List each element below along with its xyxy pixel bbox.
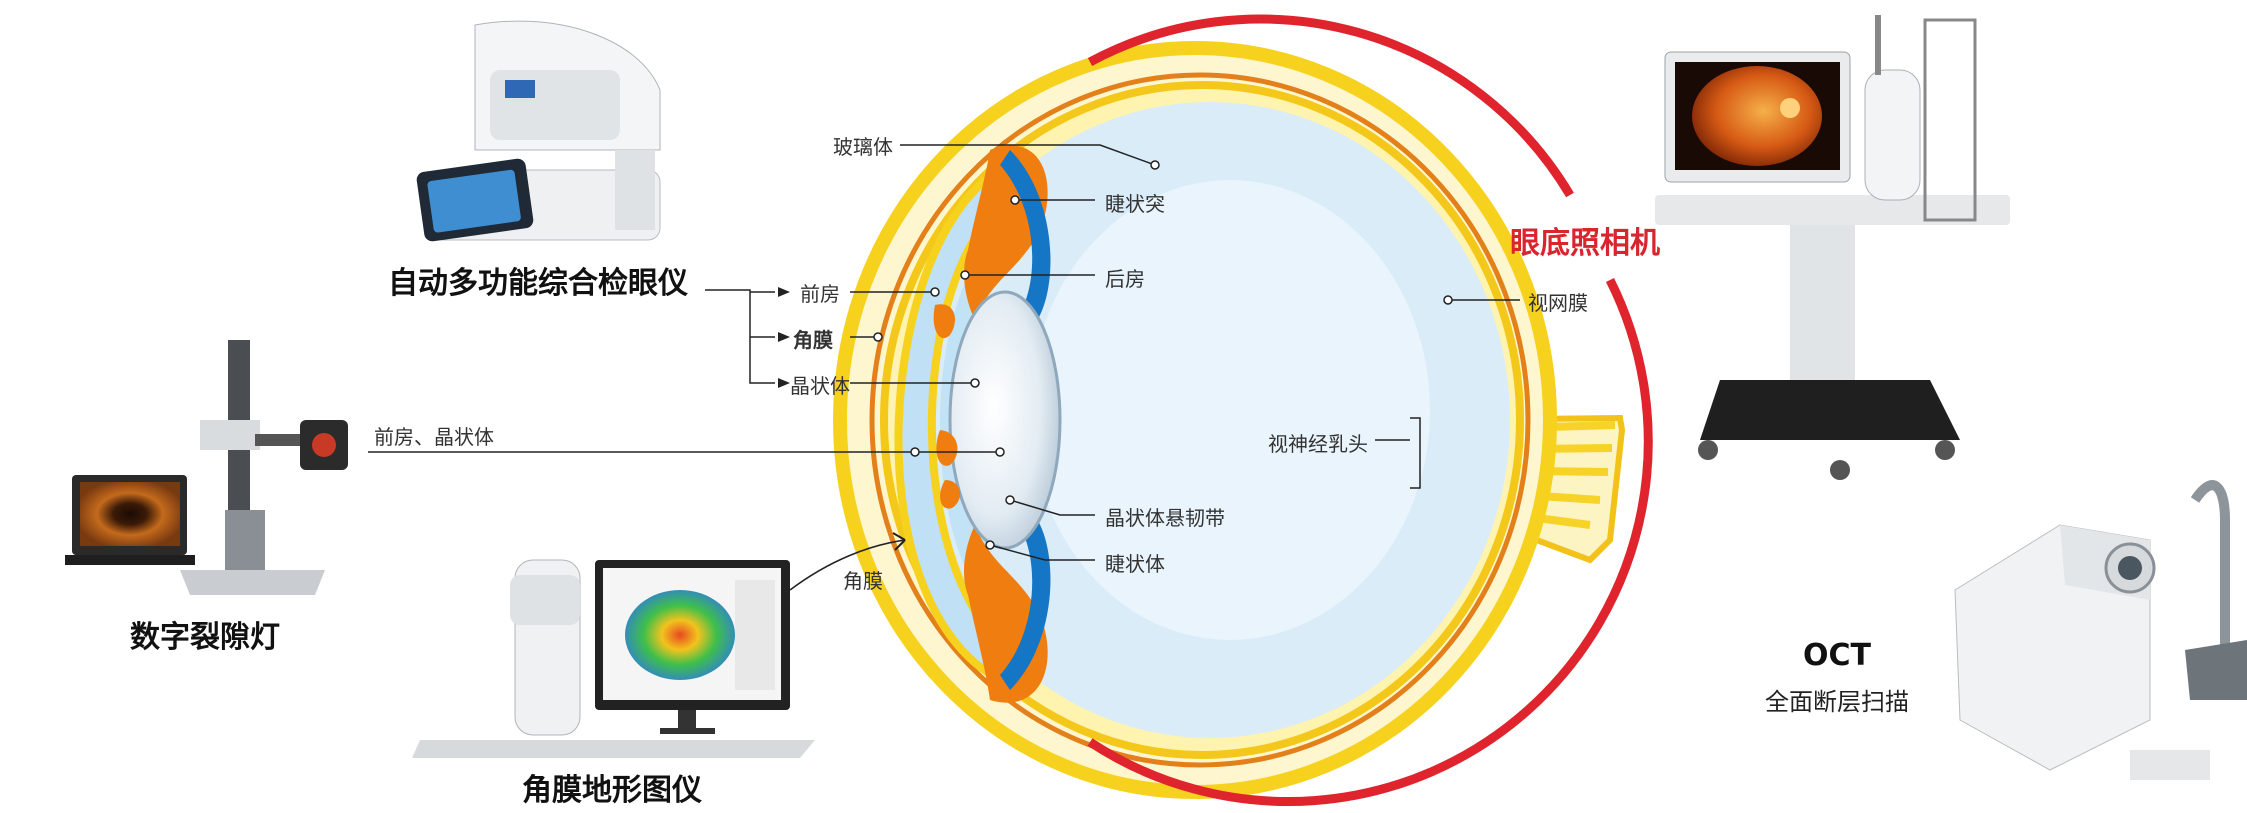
label-cornea: 角膜 — [793, 328, 833, 352]
multifunction-device-image — [416, 20, 661, 242]
lens — [948, 290, 1062, 550]
leader-lines — [368, 144, 1520, 591]
subtitle-oct: 全面断层扫描 — [1765, 688, 1909, 716]
topographer-device-image — [412, 559, 815, 758]
eye-anatomy — [833, 41, 1626, 799]
title-oct: OCT — [1803, 638, 1871, 673]
label-ciliary-process: 睫状突 — [1105, 192, 1165, 216]
label-anterior-chamber-lens: 前房、晶状体 — [374, 425, 494, 449]
label-optic-disc: 视神经乳头 — [1268, 432, 1368, 456]
label-retina: 视网膜 — [1528, 291, 1588, 315]
oct-device-image — [1954, 480, 2247, 780]
fundus-camera-device-image — [1655, 15, 2010, 480]
label-anterior-chamber: 前房 — [800, 282, 840, 306]
title-slitlamp: 数字裂隙灯 — [130, 620, 280, 655]
title-fundus-camera: 眼底照相机 — [1510, 226, 1660, 261]
label-vitreous: 玻璃体 — [833, 135, 893, 159]
title-multifunction: 自动多功能综合检眼仪 — [388, 266, 688, 301]
label-cornea-arrow: 角膜 — [843, 569, 883, 593]
bracket-arrowheads — [778, 287, 790, 388]
label-posterior-chamber: 后房 — [1105, 267, 1145, 291]
label-lens: 晶状体 — [790, 374, 850, 398]
fundus-camera-arc — [1087, 14, 1574, 198]
label-zonules: 晶状体悬韧带 — [1105, 506, 1225, 530]
slitlamp-device-image — [65, 340, 348, 595]
label-ciliary-body: 睫状体 — [1105, 552, 1165, 576]
title-topographer: 角膜地形图仪 — [522, 773, 702, 808]
